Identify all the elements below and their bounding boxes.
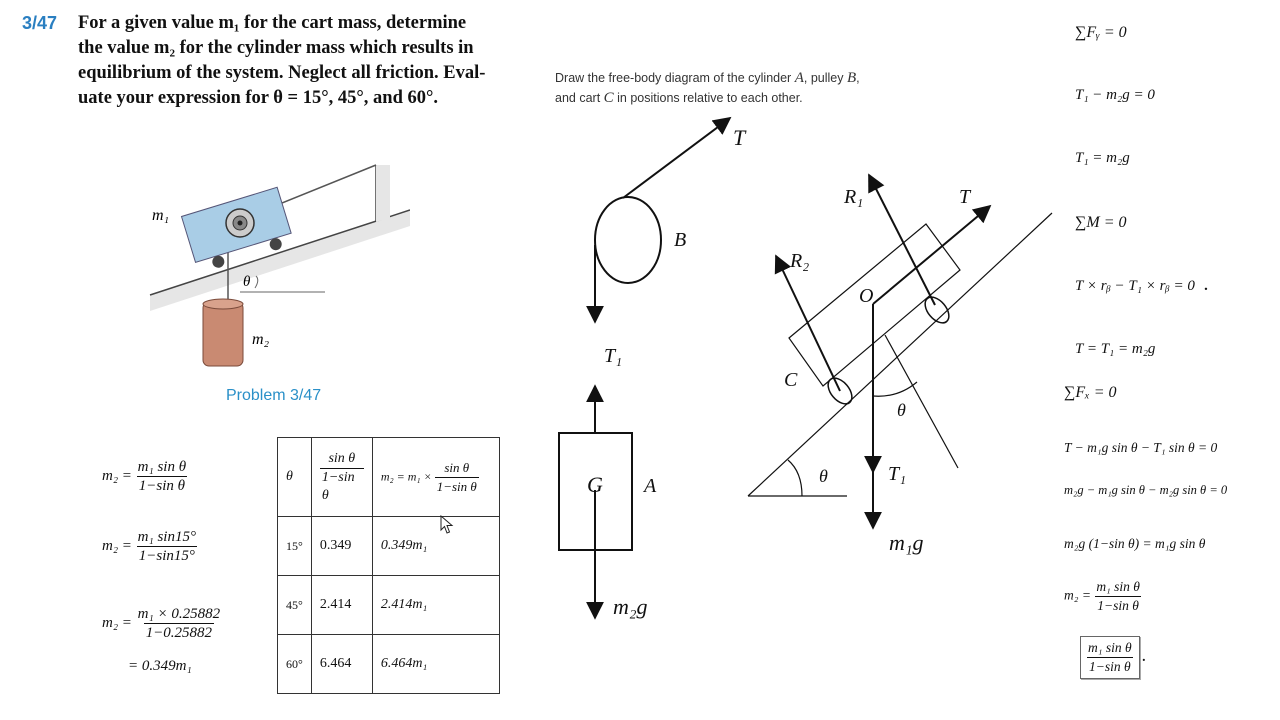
fbd-label-r1: R₁ <box>843 186 863 208</box>
fbd-label-t1: T₁ <box>604 345 622 367</box>
eq-denominator: 1−0.25882 <box>143 623 215 641</box>
header-numerator: sin θ <box>444 459 470 475</box>
table-cell-m2: 2.414m₁ <box>371 575 500 635</box>
table-cell-angle: 60° <box>277 634 312 694</box>
equation-m2-solved: m₂ = m₁ sin θ 1−sin θ <box>1064 578 1142 615</box>
problem-line-1: For a given value m₁ for the cart mass, … <box>78 13 467 33</box>
equation-sum-fy: ∑Fᵧ = 0 <box>1075 24 1127 41</box>
fbd-label-r2: R₂ <box>789 250 809 272</box>
problem-line-2: the value m₂ for the cylinder mass which… <box>78 38 474 58</box>
eq-denominator: 1−sin θ <box>136 476 187 494</box>
problem-line-4: uate your expression for θ = 15°, 45°, a… <box>78 88 439 108</box>
table-cell-m2: 6.464m₁ <box>371 634 500 694</box>
instruction-var-b: B <box>846 70 857 86</box>
eq-lhs: m₂ = <box>1064 587 1091 603</box>
instruction-part: , <box>856 71 860 85</box>
table-cell-ratio: 2.414 <box>310 575 373 635</box>
eq-lhs: m₂ = <box>102 467 132 484</box>
header-numerator: sin θ <box>328 450 356 466</box>
equation-fx-expanded: T − m₁g sin θ − T₁ sin θ = 0 <box>1064 440 1218 455</box>
fbd-label-c: C <box>784 369 798 391</box>
eq-numerator: m₁ sin15° <box>137 529 196 545</box>
r1-arrow <box>868 173 936 306</box>
eq-dot: . <box>1204 278 1209 294</box>
r2-arrow <box>774 254 841 392</box>
fbd-label-t-cart: T <box>959 186 972 208</box>
eq-numerator: m₁ sin θ <box>1088 640 1132 655</box>
fbd-label-o: O <box>859 285 873 307</box>
fbd-label-b: B <box>674 229 686 251</box>
eq-denominator: 1−sin θ <box>1086 657 1133 674</box>
cart-c-body <box>788 223 961 387</box>
eq-text: T × rᵦ − T₁ × rᵦ = 0 <box>1075 278 1195 294</box>
eq-denominator: 1−sin θ <box>1095 596 1141 613</box>
m2-label: m₂ <box>252 331 270 348</box>
table-row: 60° 6.464 6.464m₁ <box>277 634 500 694</box>
equation-t1-value: T₁ = m₂g <box>1075 150 1130 166</box>
table-cell-angle: 45° <box>277 575 312 635</box>
equation-sum-m: ∑M = 0 <box>1075 214 1127 231</box>
equation-moment: T × rᵦ − T₁ × rᵦ = 0 . <box>1075 278 1208 295</box>
instruction-var-c: C <box>603 90 614 106</box>
eq-numerator: m₁ × 0.25882 <box>137 606 221 622</box>
figure-caption: Problem 3/47 <box>226 387 322 404</box>
table-row: 45° 2.414 2.414m₁ <box>277 575 500 635</box>
equation-factored: m₂g (1−sin θ) = m₁g sin θ <box>1064 536 1206 551</box>
pulley-b-circle <box>594 196 662 284</box>
equation-m2-result: = 0.349m₁ <box>128 658 192 674</box>
table-row: 15° 0.349 0.349m₁ <box>277 516 500 576</box>
pulley-tension-arrow <box>622 116 732 199</box>
fbd-label-m2g: m₂g <box>613 594 648 619</box>
eq-numerator: m₁ sin θ <box>137 459 187 475</box>
instruction-var-a: A <box>794 70 804 86</box>
instruction-part: in positions relative to each other. <box>613 91 803 105</box>
equation-t1-balance: T₁ − m₂g = 0 <box>1075 87 1155 103</box>
problem-line-3: equilibrium of the system. Neglect all f… <box>78 63 486 83</box>
equation-fx-substituted: m₂g − m₁g sin θ − m₂g sin θ = 0 <box>1064 483 1228 497</box>
header-denominator: 1−sin θ <box>319 467 364 505</box>
equation-m2-15deg: m₂ = m₁ sin15°1−sin15° <box>102 528 198 565</box>
equation-t-equal: T = T₁ = m₂g <box>1075 341 1156 357</box>
instruction-part: and cart <box>555 91 604 105</box>
problem-figure: m₁ θ m₂ <box>149 164 410 367</box>
instruction-part: Draw the free-body diagram of the cylind… <box>555 71 795 85</box>
fbd-label-g: G <box>587 472 603 497</box>
fbd-label-theta-incline: θ <box>819 466 828 486</box>
free-body-diagrams: T B T₁ G A m₂g R₁ R₂ T O C θ θ T₁ m₁g <box>558 116 1053 620</box>
fbd-label-t-top: T <box>733 125 747 150</box>
equation-boxed-answer: m₁ sin θ 1−sin θ. <box>1080 636 1146 679</box>
mouse-cursor-icon <box>440 515 454 534</box>
incline-line <box>747 212 1053 497</box>
fbd-label-theta-cart: θ <box>897 400 906 420</box>
problem-statement: For a given value m₁ for the cart mass, … <box>78 11 548 111</box>
eq-lhs: m₂ = <box>102 537 132 554</box>
equation-sum-fx: ∑Fₓ = 0 <box>1064 384 1117 401</box>
instruction-part: , pulley <box>803 71 847 85</box>
table-cell-ratio: 0.349 <box>310 516 373 576</box>
fbd-label-m1g: m₁g <box>889 530 924 555</box>
header-denominator: 1−sin θ <box>434 476 479 494</box>
theta-label: θ <box>243 274 251 290</box>
problem-number: 3/47 <box>22 13 58 33</box>
cart-tension-arrow <box>872 204 992 305</box>
table-cell-ratio: 6.464 <box>310 634 373 694</box>
fbd-label-a: A <box>642 475 657 497</box>
table-cell-angle: 15° <box>277 516 312 576</box>
table-header-theta: θ <box>277 437 312 517</box>
eq-dot: . <box>1142 648 1146 664</box>
table-cell-m2: 0.349m₁ <box>371 516 500 576</box>
m1-label: m₁ <box>152 207 169 224</box>
fbd-label-t1-cart: T₁ <box>888 463 906 485</box>
eq-numerator: m₁ sin θ <box>1096 579 1140 594</box>
eq-lhs: m₂ = <box>102 614 132 631</box>
instruction-text: Draw the free-body diagram of the cylind… <box>555 68 860 108</box>
eq-denominator: 1−sin15° <box>136 546 197 564</box>
header-prefix: m₂ = m₁ × <box>380 468 432 483</box>
